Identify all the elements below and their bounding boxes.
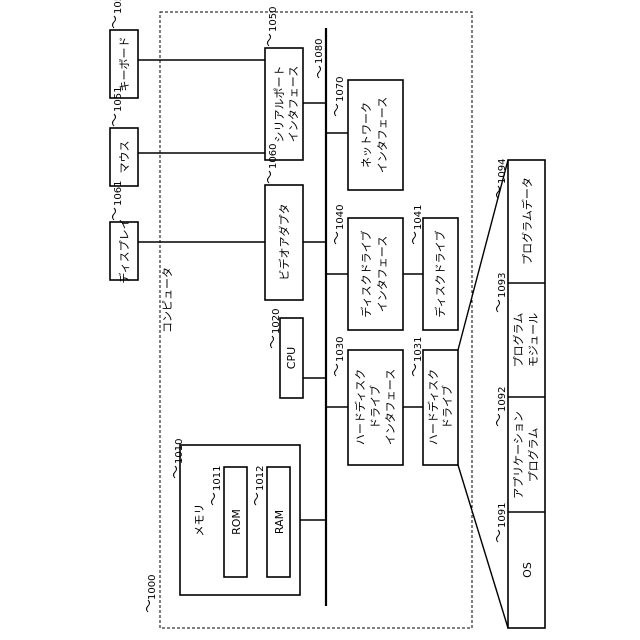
display-label: ディスプレイ	[117, 218, 131, 283]
mouse-ref-squiggle	[113, 114, 116, 126]
hdd-interface-block: ハードディスク ドライブ インタフェース 1030	[335, 337, 404, 465]
program-module-line-1: プログラム	[511, 313, 525, 368]
rom-ref: 1011	[212, 466, 223, 491]
network-interface-ref: 1070	[335, 77, 346, 102]
serial-port-ref-squiggle	[268, 34, 271, 46]
program-data-label: プログラムデータ	[520, 177, 534, 265]
disk-drive-ref: 1041	[413, 205, 424, 230]
hdd-interface-ref: 1030	[335, 337, 346, 362]
keyboard-block: キーボード 1052	[110, 0, 138, 98]
cpu-ref: 1020	[271, 309, 282, 334]
hdd-ref: 1031	[413, 337, 424, 362]
application-program-line-2: プログラム	[526, 428, 540, 483]
display-ref-squiggle	[113, 208, 116, 220]
program-module-ref-squiggle	[497, 300, 500, 312]
application-program-line-1: アプリケーション	[512, 411, 525, 499]
disk-interface-ref-squiggle	[335, 232, 338, 244]
os-ref: 1091	[497, 503, 508, 528]
mouse-block: マウス 1051	[110, 87, 138, 186]
video-adapter-ref-squiggle	[268, 171, 271, 183]
network-interface-ref-squiggle	[335, 104, 338, 116]
hdd-block: ハードディスク ドライブ 1031	[413, 337, 459, 465]
bus-ref-callout: 1080	[314, 39, 325, 78]
bus-ref-squiggle	[318, 66, 321, 78]
disk-interface-ref: 1040	[335, 205, 346, 230]
hdd-interface-line-2: ドライブ	[368, 385, 382, 429]
application-program-ref-squiggle	[497, 414, 500, 426]
cpu-block: CPU 1020	[271, 309, 304, 398]
hdd-line-2: ドライブ	[440, 385, 454, 429]
program-module-ref: 1093	[497, 273, 508, 298]
hdd-interface-ref-squiggle	[335, 364, 338, 376]
serial-port-line-2: インタフェース	[287, 66, 300, 142]
display-ref: 1061	[113, 181, 124, 206]
disk-drive-label: ディスクドライブ	[433, 230, 447, 317]
mouse-ref: 1051	[113, 87, 124, 112]
video-adapter-block: ビデオアダプタ 1060	[265, 144, 303, 300]
bus-ref: 1080	[314, 39, 325, 64]
serial-port-line-1: シリアルポート	[273, 66, 286, 143]
keyboard-ref-squiggle	[113, 16, 116, 28]
disk-drive-ref-squiggle	[413, 232, 416, 244]
computer-label: コンピュータ	[161, 267, 174, 333]
expansion-line-top	[458, 160, 508, 350]
disk-interface-block: ディスクドライブ インタフェース 1040	[335, 205, 404, 330]
keyboard-label: キーボード	[118, 37, 131, 92]
computer-ref-callout: 1000	[147, 575, 159, 612]
hdd-interface-line-1: ハードディスク	[353, 369, 367, 445]
memory-block: メモリ 1010 ROM 1011 RAM 1012	[174, 439, 301, 595]
network-interface-line-1: ネットワーク	[360, 102, 373, 168]
program-module-line-2: モジュール	[527, 313, 540, 367]
computer-ref: 1000	[147, 575, 158, 600]
computer-ref-squiggle	[147, 600, 150, 612]
cpu-ref-squiggle	[271, 336, 274, 348]
hdd-line-1: ハードディスク	[426, 369, 440, 445]
os-ref-squiggle	[497, 530, 500, 542]
serial-port-block: シリアルポート インタフェース 1050	[265, 7, 303, 160]
program-data-ref: 1094	[497, 159, 508, 184]
hdd-contents-table: OS 1091 アプリケーション プログラム 1092 プログラム モジュール …	[497, 159, 546, 628]
disk-interface-line-1: ディスクドライブ	[359, 230, 373, 317]
application-program-ref: 1092	[497, 387, 508, 412]
cpu-label: CPU	[285, 347, 298, 369]
memory-ref: 1010	[174, 439, 185, 464]
video-adapter-ref: 1060	[268, 144, 279, 169]
disk-interface-line-2: インタフェース	[376, 236, 389, 312]
os-label: OS	[521, 562, 534, 578]
memory-label: メモリ	[193, 504, 206, 537]
expansion-line-bottom	[458, 465, 508, 628]
disk-drive-block: ディスクドライブ 1041	[413, 205, 459, 330]
hdd-ref-squiggle	[413, 364, 416, 376]
display-block: ディスプレイ 1061	[110, 181, 138, 284]
ram-ref: 1012	[255, 466, 266, 491]
keyboard-ref: 1052	[113, 0, 124, 14]
mouse-label: マウス	[118, 141, 131, 174]
memory-ref-squiggle	[174, 466, 177, 478]
network-interface-line-2: インタフェース	[376, 97, 389, 173]
hdd-interface-line-3: インタフェース	[384, 369, 397, 445]
rom-label: ROM	[230, 509, 243, 535]
ram-label: RAM	[273, 510, 286, 534]
video-adapter-label: ビデオアダプタ	[277, 204, 291, 281]
serial-port-ref: 1050	[268, 7, 279, 32]
